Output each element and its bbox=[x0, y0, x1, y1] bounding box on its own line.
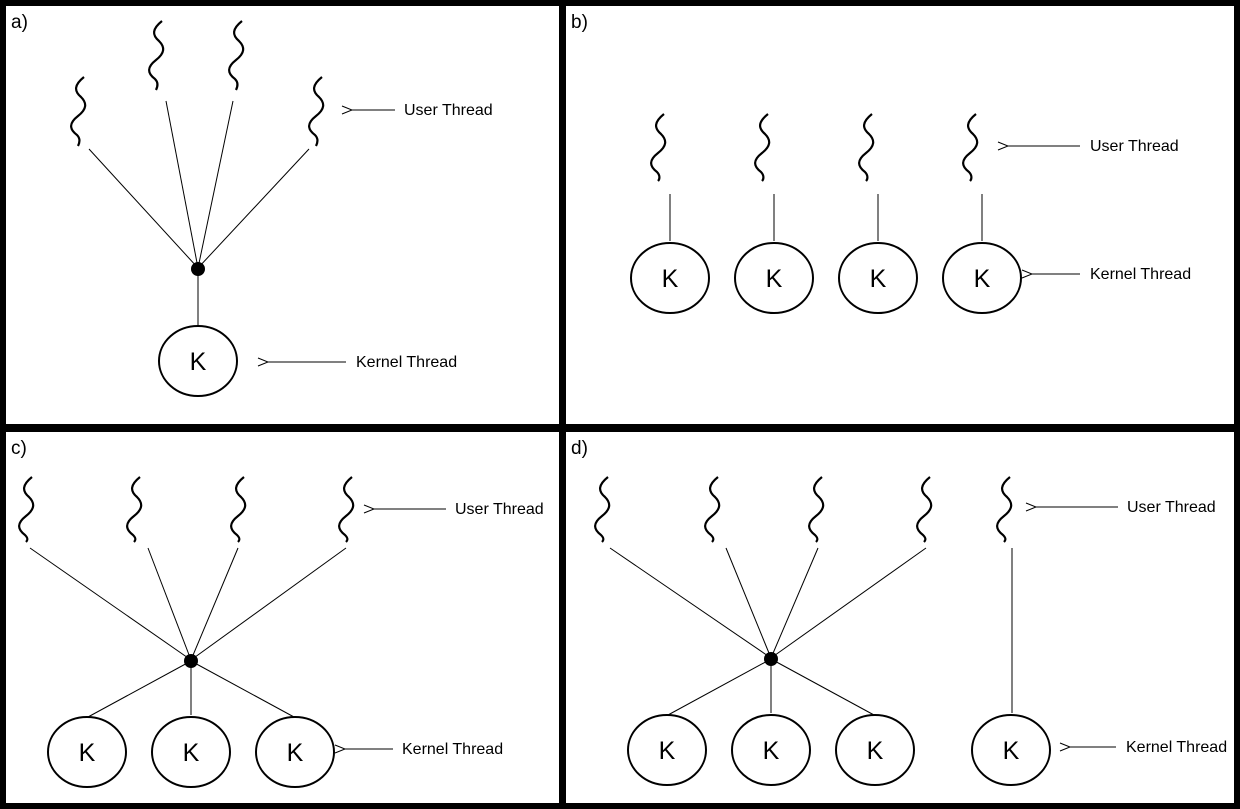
user-thread-icon bbox=[230, 476, 247, 543]
panel-b-letter: b) bbox=[571, 12, 588, 33]
mapping-line bbox=[88, 148, 199, 269]
kernel-thread-label: Kernel Thread bbox=[1090, 266, 1191, 283]
user-thread-icon bbox=[916, 476, 933, 543]
kernel-thread-symbol: K bbox=[190, 348, 207, 376]
mapping-line bbox=[190, 547, 347, 661]
mapping-line bbox=[197, 148, 310, 269]
kernel-thread-circle bbox=[838, 242, 918, 314]
kernel-thread-circle bbox=[835, 714, 915, 786]
kernel-thread-circle bbox=[731, 714, 811, 786]
kernel-thread-symbol: K bbox=[662, 265, 679, 293]
kernel-thread-circle bbox=[47, 716, 127, 788]
mapping-line bbox=[725, 547, 772, 659]
kernel-thread-symbol: K bbox=[766, 265, 783, 293]
user-thread-icon bbox=[754, 113, 771, 182]
panel-a-letter: a) bbox=[11, 12, 28, 33]
mapping-line bbox=[165, 100, 199, 269]
panel-a-diagram: K User Thread Kernel Thread bbox=[70, 20, 493, 397]
panel-c: c) K K K User Th bbox=[6, 432, 559, 803]
mapping-line bbox=[29, 547, 192, 661]
kernel-thread-symbol: K bbox=[1003, 737, 1020, 765]
user-thread-label: User Thread bbox=[455, 501, 544, 518]
panel-c-letter: c) bbox=[11, 438, 27, 459]
panel-d-diagram: K K K K User Thread Kernel Thread bbox=[594, 476, 1227, 786]
kernel-thread-circle bbox=[255, 716, 335, 788]
kernel-thread-label: Kernel Thread bbox=[1126, 739, 1227, 756]
user-thread-icon bbox=[808, 476, 825, 543]
panel-a: a) K User Thread Kernel Thread bbox=[6, 6, 559, 424]
mapping-line bbox=[197, 100, 234, 269]
kernel-thread-symbol: K bbox=[287, 739, 304, 767]
kernel-thread-symbol: K bbox=[659, 737, 676, 765]
panel-b-diagram: K K K K User Thread Kernel Thread bbox=[630, 113, 1191, 314]
kernel-thread-symbol: K bbox=[183, 739, 200, 767]
kernel-thread-circle bbox=[630, 242, 710, 314]
kernel-thread-symbol: K bbox=[870, 265, 887, 293]
user-thread-icon bbox=[996, 476, 1013, 543]
user-thread-label: User Thread bbox=[1090, 138, 1179, 155]
kernel-link-line bbox=[190, 660, 295, 718]
panel-b: b) K K K K User Thread bbox=[566, 6, 1234, 424]
user-thread-icon bbox=[70, 76, 87, 147]
kernel-thread-label: Kernel Thread bbox=[402, 741, 503, 758]
kernel-thread-symbol: K bbox=[867, 737, 884, 765]
user-thread-icon bbox=[126, 476, 143, 543]
panel-d-letter: d) bbox=[571, 438, 588, 459]
panel-c-diagram: K K K User Thread Kernel Thread bbox=[18, 476, 544, 788]
kernel-link-line bbox=[770, 658, 875, 716]
mapping-line bbox=[147, 547, 192, 661]
kernel-thread-symbol: K bbox=[79, 739, 96, 767]
user-thread-icon bbox=[704, 476, 721, 543]
mapping-line bbox=[609, 547, 772, 659]
kernel-thread-circle bbox=[158, 325, 238, 397]
kernel-thread-symbol: K bbox=[763, 737, 780, 765]
kernel-link-line bbox=[87, 660, 192, 718]
mapping-line bbox=[770, 547, 927, 659]
user-thread-icon bbox=[308, 76, 325, 147]
user-thread-icon bbox=[650, 113, 667, 182]
kernel-link-line bbox=[667, 658, 772, 716]
user-thread-icon bbox=[18, 476, 35, 543]
panel-d: d) K K K bbox=[566, 432, 1234, 803]
user-thread-icon bbox=[228, 20, 245, 91]
kernel-thread-circle bbox=[971, 714, 1051, 786]
kernel-thread-symbol: K bbox=[974, 265, 991, 293]
kernel-thread-circle bbox=[942, 242, 1022, 314]
kernel-thread-circle bbox=[627, 714, 707, 786]
user-thread-label: User Thread bbox=[404, 102, 493, 119]
mapping-line bbox=[770, 547, 819, 659]
user-thread-icon bbox=[338, 476, 355, 543]
user-thread-icon bbox=[594, 476, 611, 543]
user-thread-icon bbox=[962, 113, 979, 182]
kernel-thread-label: Kernel Thread bbox=[356, 354, 457, 371]
kernel-thread-circle bbox=[734, 242, 814, 314]
mapping-line bbox=[190, 547, 239, 661]
user-thread-icon bbox=[858, 113, 875, 182]
user-thread-label: User Thread bbox=[1127, 499, 1216, 516]
kernel-thread-circle bbox=[151, 716, 231, 788]
user-thread-icon bbox=[148, 20, 165, 91]
